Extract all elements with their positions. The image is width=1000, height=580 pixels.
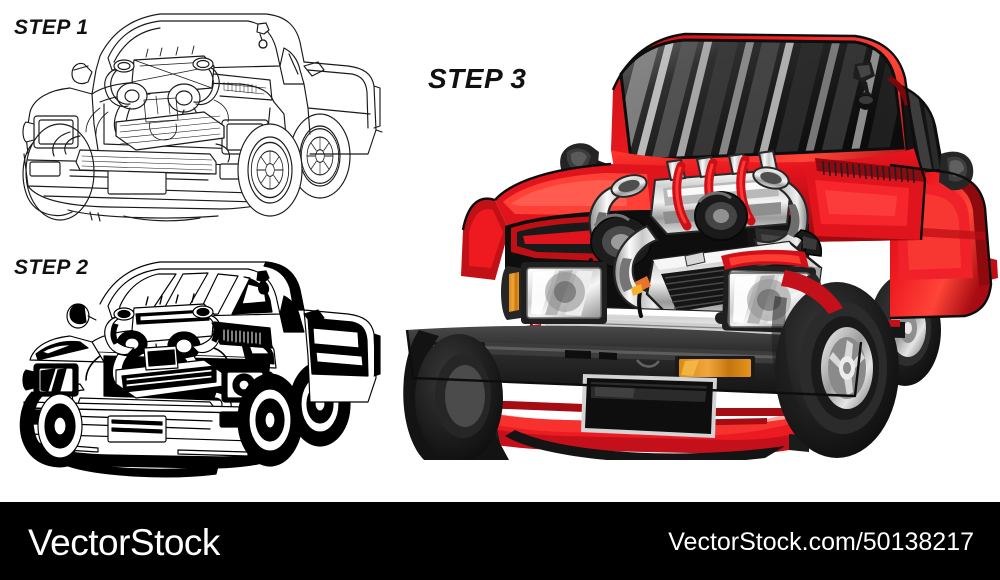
- illustration-step-3: [385, 30, 1000, 460]
- cowl-vent: [815, 158, 926, 184]
- right-side-mirror: [939, 151, 974, 191]
- windshield-reflections: [621, 40, 903, 160]
- right-headlight-lens: [721, 249, 824, 328]
- vectorstock-url: VectorStock.com/50138217: [668, 528, 974, 556]
- watermark-footer-bar: [0, 502, 1000, 580]
- step1-truck-svg: [22, 13, 383, 222]
- step3-truck-svg: [403, 32, 998, 460]
- vectorstock-wordmark: VectorStock: [28, 522, 220, 563]
- step-1-label: STEP 1: [14, 16, 89, 39]
- step-3-label: STEP 3: [428, 63, 527, 94]
- step-2-label: STEP 2: [14, 256, 89, 279]
- license-plate: [581, 374, 717, 438]
- left-headlight-assembly: [501, 262, 607, 324]
- rear-view-mirror: [853, 62, 877, 110]
- illustration-step-1: [8, 4, 388, 236]
- step2-truck-svg: [19, 261, 381, 478]
- illustration-step-2: [8, 244, 388, 492]
